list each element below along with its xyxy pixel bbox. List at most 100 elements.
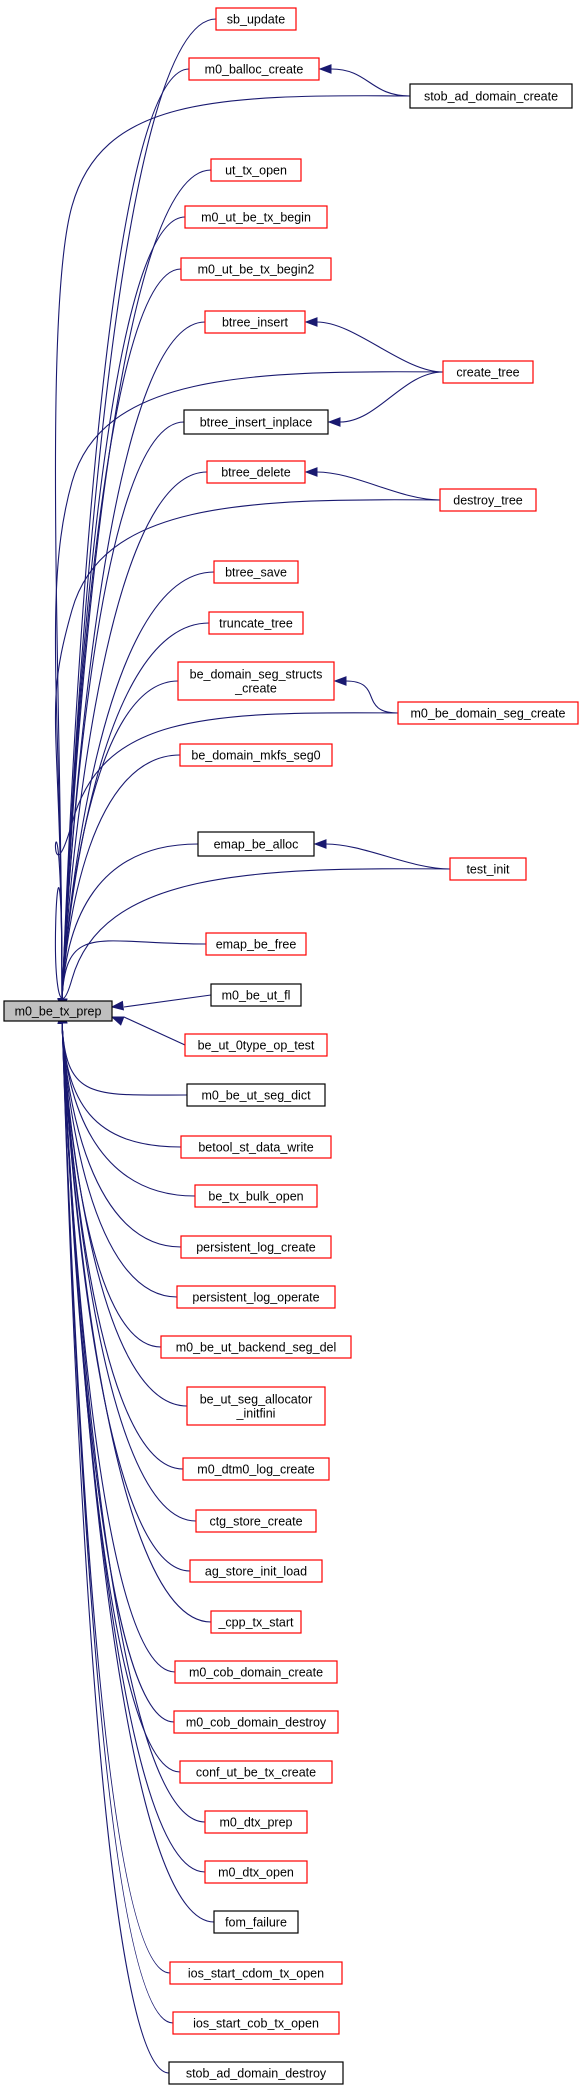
caller-node-m0_ut_be_tx_begin[interactable]: m0_ut_be_tx_begin (184, 205, 328, 229)
caller-node-be_domain_mkfs_seg0-box (179, 743, 333, 767)
caller-node-stob_ad_domain_destroy-label: stob_ad_domain_destroy (186, 2067, 327, 2081)
caller-node-truncate_tree[interactable]: truncate_tree (208, 611, 304, 635)
caller-node-ctg_store_create-label: ctg_store_create (209, 1515, 302, 1529)
caller-node-m0_cob_domain_create-label: m0_cob_domain_create (189, 1666, 323, 1680)
caller-node-betool_st_data_write[interactable]: betool_st_data_write (180, 1135, 332, 1159)
caller-node-emap_be_alloc[interactable]: emap_be_alloc (197, 831, 315, 857)
caller-node-persistent_log_create-box (180, 1235, 332, 1259)
outer-caller-node-m0_be_domain_seg_create[interactable]: m0_be_domain_seg_create (397, 701, 579, 725)
caller-node-truncate_tree-label: truncate_tree (219, 617, 293, 631)
caller-node-emap_be_free-label: emap_be_free (216, 938, 297, 952)
edge-n35-to-focus (57, 1010, 174, 2024)
caller-node-be_ut_seg_allocator_initfini[interactable]: be_ut_seg_allocator_initfini (186, 1386, 326, 1426)
caller-node-ios_start_cob_tx_open-box (172, 2011, 340, 2035)
caller-node-m0_dtx_prep[interactable]: m0_dtx_prep (204, 1810, 308, 1834)
caller-node-emap_be_free[interactable]: emap_be_free (205, 932, 307, 956)
caller-node-be_ut_seg_allocator_initfini-box (186, 1386, 326, 1426)
caller-node-conf_ut_be_tx_create-label: conf_ut_be_tx_create (196, 1766, 316, 1780)
edge-n17-to-focus (57, 1010, 188, 1096)
outer-caller-node-create_tree[interactable]: create_tree (442, 360, 534, 384)
caller-node-btree_insert_inplace[interactable]: btree_insert_inplace (183, 409, 329, 435)
outer-caller-node-stob_ad_domain_create[interactable]: stob_ad_domain_create (409, 83, 573, 109)
caller-node-ut_tx_open-box (210, 158, 302, 182)
caller-node-emap_be_free-box (205, 932, 307, 956)
caller-node-ut_tx_open[interactable]: ut_tx_open (210, 158, 302, 182)
outer-caller-node-stob_ad_domain_create-label: stob_ad_domain_create (424, 90, 558, 104)
caller-node-m0_be_ut_backend_seg_del-label: m0_be_ut_backend_seg_del (176, 1341, 337, 1355)
caller-node-btree_save[interactable]: btree_save (213, 560, 299, 584)
caller-node-stob_ad_domain_destroy[interactable]: stob_ad_domain_destroy (168, 2061, 344, 2085)
caller-node-be_ut_seg_allocator_initfini-label: _initfini (236, 1407, 276, 1421)
caller-node-persistent_log_operate[interactable]: persistent_log_operate (176, 1285, 336, 1309)
caller-node-be_domain_seg_structs_create-box (177, 661, 335, 701)
caller-node-be_domain_seg_structs_create[interactable]: be_domain_seg_structs_create (177, 661, 335, 701)
caller-node-m0_be_ut_backend_seg_del-box (160, 1335, 352, 1359)
caller-node-btree_delete[interactable]: btree_delete (206, 460, 306, 484)
caller-node-m0_be_ut_backend_seg_del[interactable]: m0_be_ut_backend_seg_del (160, 1335, 352, 1359)
caller-node-ag_store_init_load-label: ag_store_init_load (205, 1565, 307, 1579)
caller-node-m0_cob_domain_destroy[interactable]: m0_cob_domain_destroy (173, 1710, 339, 1734)
caller-node-be_ut_0type_op_test-box (184, 1033, 328, 1057)
caller-node-m0_balloc_create-label: m0_balloc_create (205, 63, 304, 77)
outer-caller-node-destroy_tree-box (439, 488, 537, 512)
caller-node-ctg_store_create-box (195, 1509, 317, 1533)
caller-node-m0_dtm0_log_create[interactable]: m0_dtm0_log_create (182, 1457, 330, 1481)
caller-node-stob_ad_domain_destroy-box (168, 2061, 344, 2085)
caller-node-sb_update-box (215, 7, 297, 31)
caller-node-m0_ut_be_tx_begin2-box (180, 257, 332, 281)
caller-node-m0_cob_domain_create[interactable]: m0_cob_domain_create (174, 1660, 338, 1684)
outer-caller-node-create_tree-box (442, 360, 534, 384)
caller-node-ios_start_cob_tx_open[interactable]: ios_start_cob_tx_open (172, 2011, 340, 2035)
caller-node-m0_ut_be_tx_begin2[interactable]: m0_ut_be_tx_begin2 (180, 257, 332, 281)
caller-node-m0_dtx_prep-label: m0_dtx_prep (220, 1816, 293, 1830)
caller-node-_cpp_tx_start-label: _cpp_tx_start (217, 1616, 294, 1630)
outer-caller-node-destroy_tree[interactable]: destroy_tree (439, 488, 537, 512)
caller-node-m0_ut_be_tx_begin-box (184, 205, 328, 229)
caller-node-ctg_store_create[interactable]: ctg_store_create (195, 1509, 317, 1533)
outer-caller-node-test_init[interactable]: test_init (449, 857, 527, 881)
caller-node-be_domain_mkfs_seg0[interactable]: be_domain_mkfs_seg0 (179, 743, 333, 767)
caller-node-btree_insert-box (204, 310, 306, 334)
caller-node-ios_start_cdom_tx_open-box (169, 1961, 343, 1985)
caller-node-m0_balloc_create[interactable]: m0_balloc_create (188, 57, 320, 81)
caller-node-ios_start_cdom_tx_open[interactable]: ios_start_cdom_tx_open (169, 1961, 343, 1985)
caller-node-ag_store_init_load[interactable]: ag_store_init_load (189, 1559, 323, 1583)
caller-node-fom_failure[interactable]: fom_failure (213, 1910, 299, 1934)
caller-node-persistent_log_operate-box (176, 1285, 336, 1309)
edge-n18-to-focus (57, 1010, 182, 1148)
caller-node-m0_dtx_open[interactable]: m0_dtx_open (204, 1860, 308, 1884)
caller-node-emap_be_alloc-label: emap_be_alloc (214, 838, 299, 852)
caller-node-be_tx_bulk_open[interactable]: be_tx_bulk_open (194, 1184, 318, 1208)
caller-node-sb_update-label: sb_update (227, 13, 285, 27)
outer-caller-node-test_init-box (449, 857, 527, 881)
edge-n13-to-focus (57, 843, 199, 1012)
caller-node-m0_ut_be_tx_begin2-label: m0_ut_be_tx_begin2 (198, 263, 315, 277)
caller-node-btree_insert[interactable]: btree_insert (204, 310, 306, 334)
edge-n14-to-focus (57, 940, 207, 1012)
caller-node-emap_be_alloc-box (197, 831, 315, 857)
caller-node-m0_be_ut_seg_dict[interactable]: m0_be_ut_seg_dict (186, 1083, 326, 1107)
caller-node-be_ut_0type_op_test[interactable]: be_ut_0type_op_test (184, 1033, 328, 1057)
caller-node-persistent_log_create[interactable]: persistent_log_create (180, 1235, 332, 1259)
caller-node-ios_start_cob_tx_open-label: ios_start_cob_tx_open (193, 2017, 319, 2031)
edge-o2-to-n7 (327, 371, 444, 427)
edge-o2-to-n6 (304, 317, 444, 373)
caller-node-ios_start_cdom_tx_open-label: ios_start_cdom_tx_open (188, 1967, 324, 1981)
caller-node-btree_delete-label: btree_delete (221, 466, 291, 480)
nodes-layer: m0_be_tx_prep sb_update m0_balloc_createut… (3, 7, 579, 2085)
caller-node-btree_insert_inplace-box (183, 409, 329, 435)
caller-node-conf_ut_be_tx_create[interactable]: conf_ut_be_tx_create (179, 1760, 333, 1784)
focus-node-m0_be_tx_prep[interactable]: m0_be_tx_prep (3, 1000, 113, 1022)
caller-node-_cpp_tx_start[interactable]: _cpp_tx_start (210, 1610, 302, 1634)
edge-n5-to-focus (57, 268, 182, 1012)
caller-node-m0_dtx_open-label: m0_dtx_open (218, 1866, 294, 1880)
caller-node-fom_failure-label: fom_failure (225, 1916, 287, 1930)
caller-node-m0_dtx_open-box (204, 1860, 308, 1884)
caller-node-betool_st_data_write-label: betool_st_data_write (198, 1141, 313, 1155)
caller-node-betool_st_data_write-box (180, 1135, 332, 1159)
caller-node-btree_save-label: btree_save (225, 566, 287, 580)
edge-o1-to-n2 (318, 64, 411, 97)
caller-node-m0_be_ut_fl[interactable]: m0_be_ut_fl (210, 983, 302, 1007)
caller-node-sb_update[interactable]: sb_update (215, 7, 297, 31)
